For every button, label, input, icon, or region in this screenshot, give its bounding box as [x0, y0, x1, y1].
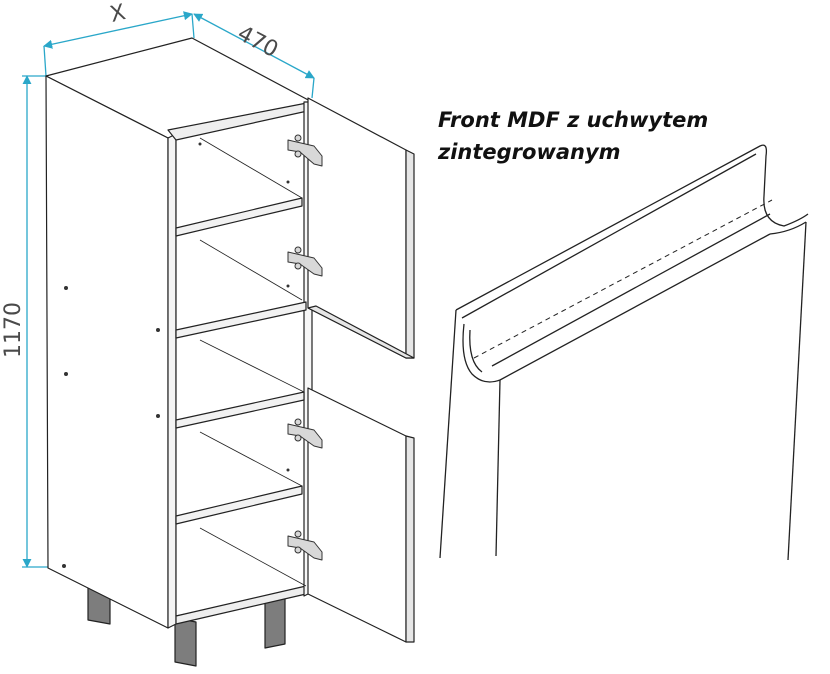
- hinge-2: [287, 246, 323, 277]
- height-label: 1170: [1, 302, 26, 358]
- hinges: [287, 134, 323, 561]
- upper-door: [307, 97, 415, 359]
- shelf-pin-holes: [62, 142, 290, 568]
- shelf-2: [175, 301, 307, 339]
- cabinet: [45, 37, 415, 667]
- hinge-4: [287, 530, 323, 561]
- depth-dimension-line: [193, 13, 315, 79]
- cabinet-legs: [87, 587, 286, 667]
- hinge-3: [287, 418, 323, 449]
- width-label: X: [108, 0, 128, 28]
- shelf-1: [175, 197, 303, 237]
- mdf-front-detail: [439, 144, 809, 561]
- front-mdf-caption: Front MDF z uchwytem zintegrowanym: [438, 104, 738, 168]
- lower-door: [307, 387, 415, 643]
- dimension-lines: [22, 11, 315, 568]
- hinge-1: [287, 134, 323, 167]
- caption-line-2: zintegrowanym: [438, 140, 621, 164]
- cabinet-front-edge: [167, 133, 177, 629]
- width-dimension-line: [43, 11, 193, 49]
- cabinet-interior: [175, 109, 307, 617]
- shelves: [175, 197, 307, 525]
- shelf-4: [175, 485, 303, 525]
- caption-line-1: Front MDF z uchwytem: [438, 108, 709, 132]
- shelf-3: [175, 391, 305, 429]
- cabinet-side-panel: [45, 75, 169, 629]
